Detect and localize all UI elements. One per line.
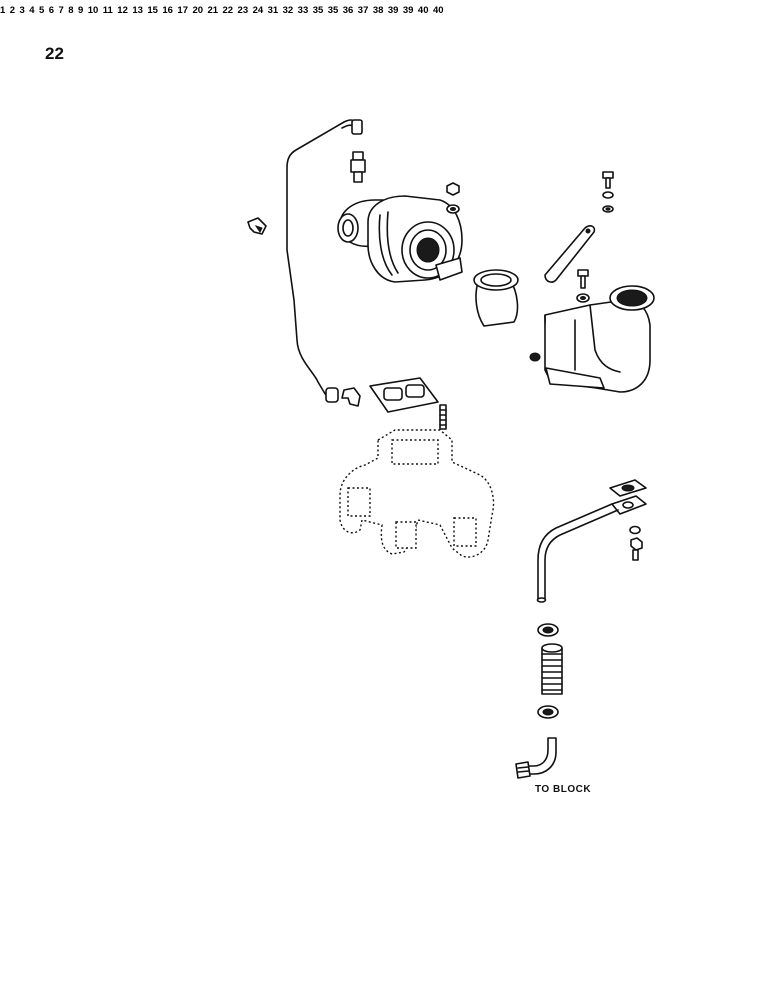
callout-1: 1 xyxy=(0,5,6,16)
callout-24: 24 xyxy=(252,5,264,16)
callout-40-upper: 40 xyxy=(417,5,429,16)
bolt-37 xyxy=(602,171,614,189)
bolt-23 xyxy=(577,269,589,289)
callout-23: 23 xyxy=(237,5,249,16)
callout-36: 36 xyxy=(342,5,354,16)
elbow-fitting-11 xyxy=(515,737,557,779)
callout-13: 13 xyxy=(132,5,143,16)
turbocharger xyxy=(337,195,463,283)
stud-3 xyxy=(439,404,447,430)
callout-9: 9 xyxy=(78,5,84,16)
callout-32: 32 xyxy=(282,5,294,16)
washer-24 xyxy=(576,293,590,303)
callout-15: 15 xyxy=(147,5,158,16)
callout-2: 2 xyxy=(9,5,16,16)
washer-4 xyxy=(446,204,460,214)
gasket-2 xyxy=(369,377,439,413)
exhaust-elbow xyxy=(544,285,655,393)
nut-5 xyxy=(446,182,460,196)
callout-4: 4 xyxy=(29,5,35,16)
callout-38: 38 xyxy=(372,5,384,16)
page-number: 22 xyxy=(45,44,64,63)
callout-17: 17 xyxy=(177,5,188,16)
elbow-fitting-16 xyxy=(341,387,361,407)
callout-35-upper: 35 xyxy=(312,5,324,16)
callout-7: 7 xyxy=(58,5,64,16)
callout-33: 33 xyxy=(297,5,309,16)
callout-39-upper: 39 xyxy=(387,5,399,16)
washer-9 xyxy=(629,525,641,535)
clamp-12-lower xyxy=(537,705,559,719)
bolt-8 xyxy=(630,537,643,561)
callout-31: 31 xyxy=(267,5,279,16)
washer-40-upper xyxy=(602,205,614,213)
callout-6: 6 xyxy=(48,5,55,16)
callout-39-lower: 39 xyxy=(402,5,414,16)
callout-20: 20 xyxy=(192,5,204,16)
oil-supply-line xyxy=(286,119,363,403)
plug-21 xyxy=(529,352,541,362)
callout-3: 3 xyxy=(19,5,25,16)
callout-37: 37 xyxy=(357,5,369,16)
gasket-7 xyxy=(609,479,647,497)
clip-13 xyxy=(247,217,267,235)
callout-12: 12 xyxy=(117,5,128,16)
callout-40-lower: 40 xyxy=(432,5,444,16)
hose-10 xyxy=(541,643,563,695)
clamp-12-upper xyxy=(537,623,559,637)
callout-22: 22 xyxy=(222,5,234,16)
hose-22 xyxy=(473,269,519,327)
manifold-upper xyxy=(339,429,495,558)
callout-21: 21 xyxy=(207,5,219,16)
callout-5: 5 xyxy=(39,5,45,16)
callout-11: 11 xyxy=(102,5,113,16)
fitting-17 xyxy=(350,151,366,183)
bracket-35-upper xyxy=(544,225,596,283)
washer-39-upper xyxy=(602,191,614,199)
callout-35-lower: 35 xyxy=(327,5,339,16)
callout-8: 8 xyxy=(68,5,74,16)
callout-16: 16 xyxy=(162,5,173,16)
to-block-note: TO BLOCK xyxy=(535,784,592,795)
callout-10: 10 xyxy=(87,5,99,16)
oil-return-tube xyxy=(536,495,647,603)
